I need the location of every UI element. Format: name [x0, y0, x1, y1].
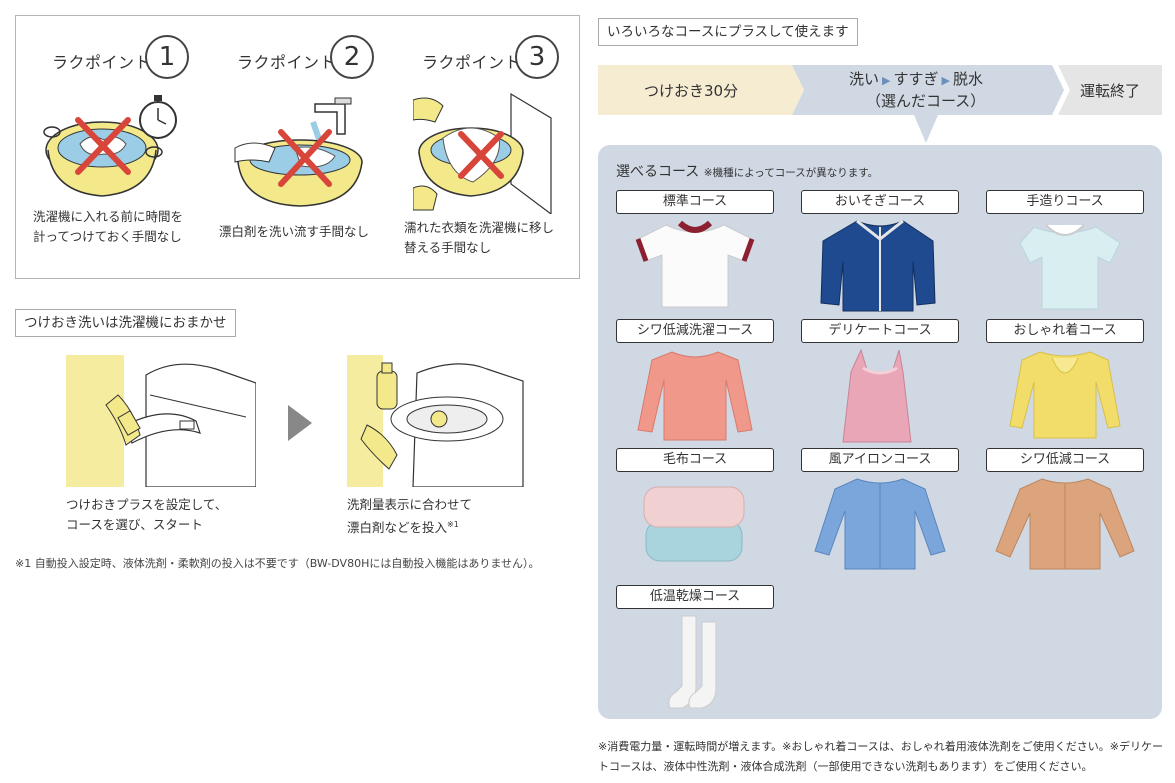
course-quick[interactable]: おいそぎコース [801, 190, 959, 214]
plus-section-tag: いろいろなコースにプラスして使えます [598, 18, 858, 46]
yellow-ruffle-blouse-image [1009, 351, 1121, 439]
flow-step-soak: つけおき30分 [644, 82, 739, 100]
course-blanket[interactable]: 毛布コース [616, 448, 774, 472]
point-1-heading: ラクポイント 1 [52, 35, 190, 86]
auto-footnote: ※1 自動投入設定時、液体洗剤・柔軟剤の投入は不要です（BW-DV80Hには自動… [15, 557, 540, 570]
pink-longsleeve-image [637, 351, 753, 441]
blue-jacket-image [820, 219, 936, 312]
step-2-text: 洗剤量表示に合わせて 漂白剤などを投入※1 [347, 497, 473, 536]
light-blue-blouse-image [1019, 224, 1121, 310]
beige-shirt-image [995, 478, 1135, 570]
flow-arrow-icon: ▶ [941, 74, 950, 87]
step-2-footnote-marker: ※1 [447, 520, 459, 529]
flow-step-wash-rinse-spin: 洗い▶すすぎ▶脱水 [849, 70, 983, 88]
course-panel-title: 選べるコース ※機種によってコースが異なります。 [616, 164, 879, 180]
process-flow-shapes [598, 65, 1162, 143]
point-3-heading: ラクポイント 3 [422, 35, 560, 86]
course-low-temp-dry[interactable]: 低温乾燥コース [616, 585, 774, 609]
flow-arrow-icon: ▶ [882, 74, 891, 87]
point-1-label: ラクポイント [52, 53, 152, 72]
course-delicate[interactable]: デリケートコース [801, 319, 959, 343]
flow-step-end: 運転終了 [1080, 82, 1141, 100]
bottom-note: ※消費電力量・運転時間が増えます。※おしゃれ着コースは、おしゃれ着用液体洗剤をご… [598, 740, 1163, 773]
point-2-text: 漂白剤を洗い流す手間なし [219, 224, 370, 239]
transfer-clothes-illustration [413, 92, 552, 214]
course-wrinkle-reduce[interactable]: シワ低減コース [986, 448, 1144, 472]
folded-blankets-image [643, 486, 745, 562]
point-2-heading: ラクポイント 2 [237, 35, 375, 86]
white-tshirt-image [635, 220, 755, 308]
point-2-label: ラクポイント [237, 53, 337, 72]
course-wrinkle-reduce-wash[interactable]: シワ低減洗濯コース [616, 319, 774, 343]
points-box [15, 15, 580, 279]
blue-shirt-image [814, 478, 946, 570]
course-wind-iron[interactable]: 風アイロンコース [801, 448, 959, 472]
point-1-number: 1 [145, 35, 190, 79]
flow-step-selected-course: （選んだコース） [866, 92, 986, 110]
course-fashionable[interactable]: おしゃれ着コース [986, 319, 1144, 343]
process-flow: つけおき30分 洗い▶すすぎ▶脱水 （選んだコース） 運転終了 [598, 65, 1162, 143]
point-2-number: 2 [330, 35, 375, 79]
auto-section-tag: つけおき洗いは洗濯機におまかせ [15, 309, 236, 337]
step-1-text: つけおきプラスを設定して、 コースを選び、スタート [66, 497, 228, 532]
pink-camisole-image [842, 348, 912, 443]
set-course-illustration [66, 355, 256, 487]
soak-basin-timer-illustration [43, 95, 177, 197]
point-3-number: 3 [515, 35, 560, 79]
course-standard[interactable]: 標準コース [616, 190, 774, 214]
point-3-label: ラクポイント [422, 53, 522, 72]
rinse-bleach-illustration [234, 97, 363, 207]
point-3-text: 濡れた衣類を洗濯機に移し 替える手間なし [404, 220, 555, 255]
point-1-text: 洗濯機に入れる前に時間を 計ってつけておく手間なし [33, 209, 184, 244]
white-socks-image [668, 615, 717, 709]
course-hand-wash[interactable]: 手造りコース [986, 190, 1144, 214]
add-bleach-illustration [347, 355, 524, 487]
arrow-right-icon [288, 405, 312, 441]
